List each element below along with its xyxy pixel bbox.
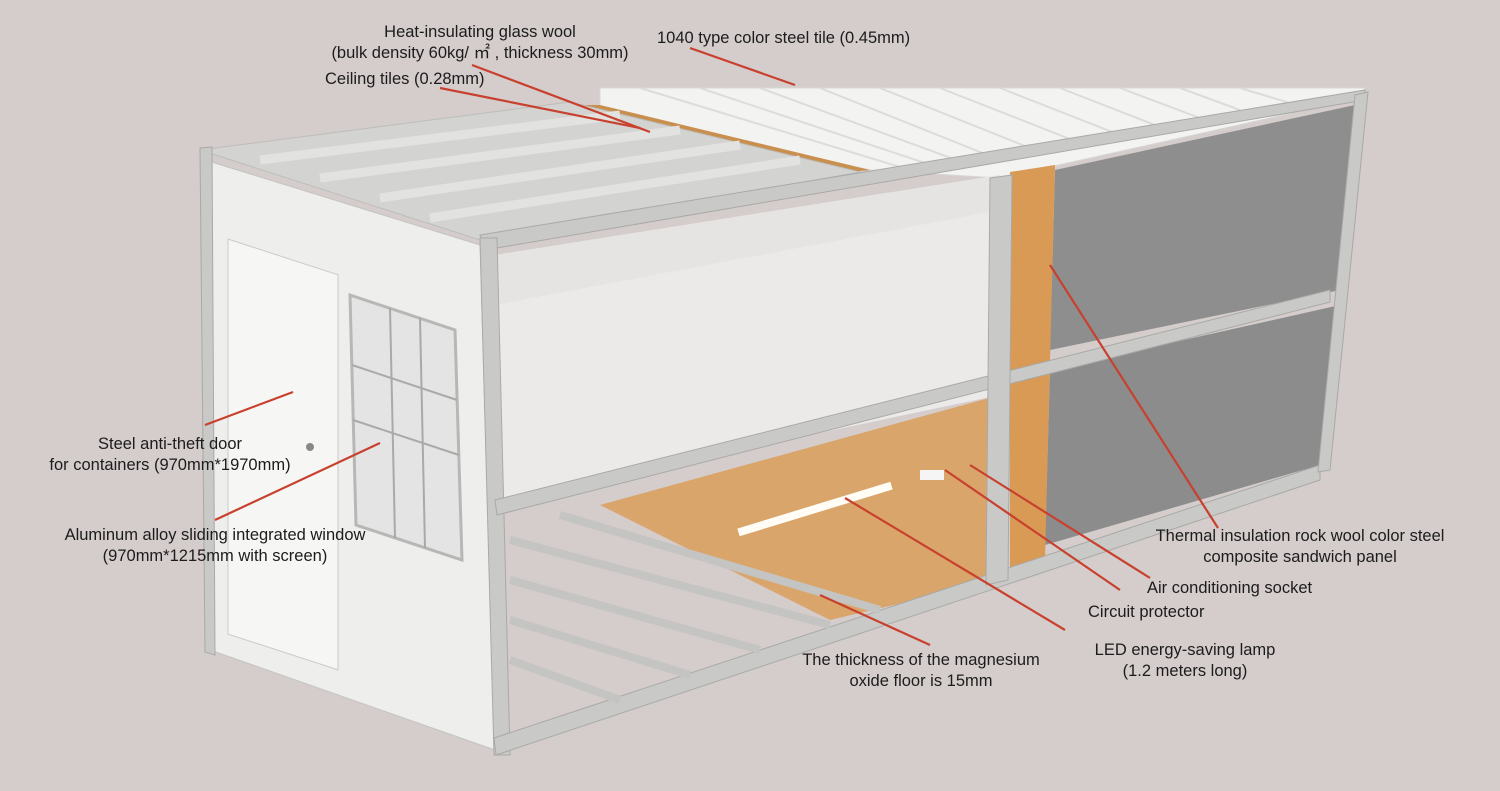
leader-sandwich-panel bbox=[1049, 264, 1219, 529]
label-steel-tile: 1040 type color steel tile (0.45mm) bbox=[657, 29, 911, 47]
leader-steel-tile bbox=[689, 46, 796, 87]
label-led-lamp: LED energy-saving lamp (1.2 meters long) bbox=[1095, 640, 1276, 682]
label-door-line1: Steel anti-theft door bbox=[97, 435, 242, 453]
label-glass-wool-line1: Heat-insulating glass wool bbox=[384, 23, 576, 41]
label-ac-socket: Air conditioning socket bbox=[1147, 579, 1313, 597]
label-circuit-protector: Circuit protector bbox=[1088, 603, 1205, 621]
roof-frame bbox=[199, 101, 861, 241]
led-lamp bbox=[737, 481, 893, 537]
label-door-line2: for containers (970mm*1970mm) bbox=[49, 456, 291, 474]
leader-floor bbox=[819, 593, 931, 647]
sandwich-panel-lower bbox=[1045, 305, 1340, 545]
label-sandwich-panel-line2: composite sandwich panel bbox=[1203, 548, 1397, 566]
socket bbox=[920, 470, 944, 480]
leader-glass-wool bbox=[471, 63, 651, 134]
front-frame bbox=[199, 89, 1369, 756]
label-floor-line1: The thickness of the magnesium bbox=[802, 651, 1040, 669]
label-sandwich-panel-line1: Thermal insulation rock wool color steel bbox=[1155, 527, 1445, 545]
label-floor: The thickness of the magnesium oxide flo… bbox=[802, 650, 1040, 692]
sandwich-panel-upper bbox=[1050, 105, 1355, 350]
leader-ceiling-tiles bbox=[439, 86, 641, 130]
leader-ac-socket bbox=[969, 464, 1151, 579]
leader-circuit-protector bbox=[944, 469, 1121, 591]
leader-door bbox=[204, 390, 294, 427]
leader-led-lamp bbox=[844, 497, 1066, 631]
label-led-lamp-line2: (1.2 meters long) bbox=[1122, 662, 1248, 680]
label-led-lamp-line1: LED energy-saving lamp bbox=[1094, 641, 1276, 659]
label-window-line2: (970mm*1215mm with screen) bbox=[102, 547, 328, 565]
anti-theft-door bbox=[227, 238, 339, 671]
label-window: Aluminum alloy sliding integrated window… bbox=[65, 525, 366, 567]
magnesium-oxide-floor bbox=[600, 395, 1000, 620]
window-grid bbox=[351, 307, 460, 549]
label-door: Steel anti-theft door for containers (97… bbox=[49, 434, 290, 476]
sliding-window bbox=[348, 292, 464, 563]
floor-joists bbox=[508, 511, 882, 704]
interior-upper-wall bbox=[495, 175, 1000, 305]
leader-window bbox=[214, 442, 381, 521]
label-glass-wool: Heat-insulating glass wool (bulk density… bbox=[331, 22, 628, 64]
roof-corrugation bbox=[639, 87, 1291, 171]
label-ceiling-tiles: Ceiling tiles (0.28mm) bbox=[325, 70, 485, 88]
label-window-line1: Aluminum alloy sliding integrated window bbox=[64, 526, 366, 544]
door-handle bbox=[306, 443, 314, 451]
label-glass-wool-line2: (bulk density 60kg/ ㎡ , thickness 30mm) bbox=[331, 44, 629, 62]
roof-purlins bbox=[259, 110, 801, 223]
label-floor-line2: oxide floor is 15mm bbox=[849, 672, 993, 690]
label-sandwich-panel: Thermal insulation rock wool color steel… bbox=[1156, 526, 1445, 568]
